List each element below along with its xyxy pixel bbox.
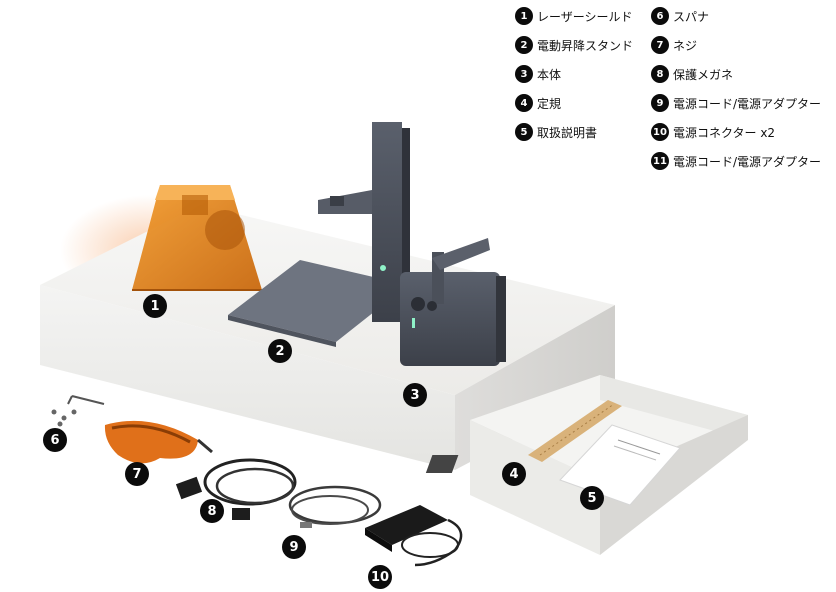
legend-label: 本体 bbox=[537, 67, 562, 82]
legend-number: 8 bbox=[651, 65, 669, 83]
legend-number: 7 bbox=[651, 36, 669, 54]
legend-number: 10 bbox=[651, 123, 669, 141]
legend-item-6: 6 スパナ bbox=[651, 6, 709, 26]
legend-label: 電源コネクター x2 bbox=[673, 125, 776, 140]
laser-engraver-icon bbox=[400, 238, 506, 366]
safety-glasses-icon bbox=[104, 420, 213, 464]
legend-label: 取扱説明書 bbox=[537, 125, 598, 140]
power-adapter-icon bbox=[365, 505, 463, 567]
legend-label: 電源コード/電源アダプター bbox=[673, 96, 822, 111]
badge-power-cord: 8 bbox=[200, 499, 224, 523]
badge-manual: 5 bbox=[580, 486, 604, 510]
legend-item-9: 9 電源コード/電源アダプター bbox=[651, 93, 821, 113]
laser-shield-icon bbox=[132, 185, 262, 291]
legend-item-1: 1 レーザーシールド bbox=[515, 6, 633, 26]
manual-icon bbox=[425, 424, 681, 506]
screws-icon bbox=[51, 409, 77, 427]
wrench-icon bbox=[67, 395, 105, 405]
ruler-icon bbox=[528, 400, 622, 462]
badge-lift-stand: 2 bbox=[268, 339, 292, 363]
badge-adapter: 10 bbox=[368, 565, 392, 589]
legend-number: 11 bbox=[651, 152, 669, 170]
legend-item-3: 3 本体 bbox=[515, 64, 561, 84]
badge-ruler: 4 bbox=[502, 462, 526, 486]
legend-item-7: 7 ネジ bbox=[651, 35, 697, 55]
legend-item-10: 10 電源コネクター x2 bbox=[651, 122, 775, 142]
legend-number: 3 bbox=[515, 65, 533, 83]
badge-engraver: 3 bbox=[403, 383, 427, 407]
badge-wrench: 6 bbox=[43, 428, 67, 452]
legend-label: 電動昇降スタンド bbox=[537, 38, 634, 53]
legend-label: 電源コード/電源アダプター bbox=[673, 154, 822, 169]
legend-label: 定規 bbox=[537, 96, 562, 111]
legend-item-8: 8 保護メガネ bbox=[651, 64, 733, 84]
legend-item-11: 11 電源コード/電源アダプター bbox=[651, 151, 821, 171]
lift-stand-icon bbox=[228, 122, 410, 347]
legend-number: 6 bbox=[651, 7, 669, 25]
legend-number: 9 bbox=[651, 94, 669, 112]
legend-label: レーザーシールド bbox=[537, 9, 633, 24]
connector-cable-icon bbox=[288, 485, 382, 528]
power-cord-icon bbox=[175, 458, 297, 520]
legend-number: 1 bbox=[515, 7, 533, 25]
legend-label: ネジ bbox=[673, 38, 698, 53]
legend-item-2: 2 電動昇降スタンド bbox=[515, 35, 633, 55]
legend-number: 4 bbox=[515, 94, 533, 112]
badge-laser-shield: 1 bbox=[143, 294, 167, 318]
legend-number: 5 bbox=[515, 123, 533, 141]
legend-item-4: 4 定規 bbox=[515, 93, 561, 113]
legend-label: スパナ bbox=[673, 9, 710, 24]
badge-glasses: 7 bbox=[125, 462, 149, 486]
legend-label: 保護メガネ bbox=[673, 67, 734, 82]
legend-item-5: 5 取扱説明書 bbox=[515, 122, 597, 142]
badge-cable: 9 bbox=[282, 535, 306, 559]
legend-number: 2 bbox=[515, 36, 533, 54]
